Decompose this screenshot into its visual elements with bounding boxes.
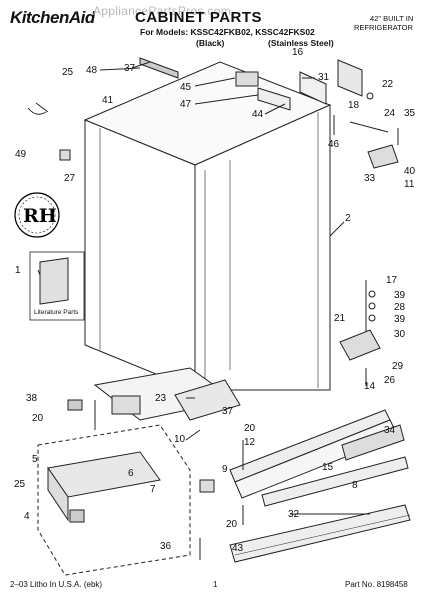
callout-5: 5 [32, 454, 38, 465]
callout-43: 43 [232, 543, 244, 554]
callout-1: 1 [15, 265, 21, 276]
callout-34: 34 [384, 425, 396, 436]
literature-label: Literature Parts [34, 309, 79, 316]
callout-20b: 20 [244, 423, 256, 434]
callout-8: 8 [352, 480, 358, 491]
callout-20c: 20 [226, 519, 238, 530]
callout-7: 7 [150, 484, 156, 495]
callout-17: 17 [386, 275, 398, 286]
callout-29: 29 [392, 361, 404, 372]
callout-39a: 39 [394, 290, 406, 301]
callout-30: 30 [394, 329, 406, 340]
callout-38: 38 [26, 393, 38, 404]
model-numbers: For Models: KSSC42FKB02, KSSC42FKS02 [140, 27, 315, 37]
page-title: CABINET PARTS [135, 9, 263, 26]
callout-44: 44 [252, 109, 264, 120]
callout-2: 2 [345, 213, 351, 224]
svg-text:RH: RH [23, 205, 57, 227]
callout-4: 4 [24, 511, 30, 522]
callout-45: 45 [180, 82, 192, 93]
callout-27: 27 [64, 173, 76, 184]
part-number: Part No. 8198458 [345, 580, 408, 589]
callout-14: 14 [364, 381, 376, 392]
callout-21: 21 [334, 313, 346, 324]
callout-15: 15 [322, 462, 334, 473]
callout-49: 49 [15, 149, 27, 160]
callout-25b: 25 [14, 479, 26, 490]
callout-35: 35 [404, 108, 416, 119]
callout-18: 18 [348, 100, 360, 111]
variant-black: (Black) [196, 38, 225, 48]
callout-41: 41 [102, 95, 114, 106]
callout-37b: 37 [222, 406, 234, 417]
callout-28: 28 [394, 302, 406, 313]
callout-16: 16 [292, 47, 304, 58]
callout-33: 33 [364, 173, 376, 184]
callout-25: 25 [62, 67, 74, 78]
callout-22: 22 [382, 79, 394, 90]
watermark: AppliancePartsPros.com [93, 4, 231, 18]
callout-6: 6 [128, 468, 134, 479]
product-line-2: REFRIGERATOR [354, 23, 413, 32]
callout-10: 10 [174, 434, 186, 445]
callout-36: 36 [160, 541, 172, 552]
product-line-1: 42" BUILT IN [370, 14, 414, 23]
callout-32: 32 [288, 509, 300, 520]
brand-logo: KitchenAid [10, 8, 95, 27]
callout-23: 23 [155, 393, 167, 404]
callout-9: 9 [222, 464, 228, 475]
callout-20a: 20 [32, 413, 44, 424]
callout-48: 48 [86, 65, 98, 76]
callout-31: 31 [318, 72, 330, 83]
variant-stainless: (Stainless Steel) [268, 38, 334, 48]
callout-11: 11 [404, 179, 415, 190]
litho-info: 2–03 Litho In U.S.A. (ebk) [10, 580, 103, 589]
callout-12: 12 [244, 437, 256, 448]
callout-40: 40 [404, 166, 416, 177]
callout-46: 46 [328, 139, 340, 150]
page-number: 1 [213, 580, 218, 589]
callout-39b: 39 [394, 314, 406, 325]
callout-47: 47 [180, 99, 192, 110]
callout-37: 37 [124, 63, 136, 74]
callout-26: 26 [384, 375, 396, 386]
callout-24: 24 [384, 108, 396, 119]
